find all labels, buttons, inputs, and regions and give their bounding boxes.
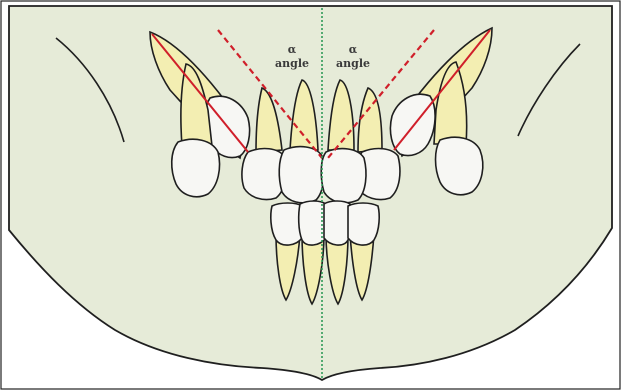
right-angle-symbol: α [349,43,358,56]
left-premolar-crown [172,139,220,197]
left-angle-symbol: α [288,43,297,56]
right-premolar-crown [436,137,483,195]
left-angle-label: angle [275,57,309,70]
lower-left-lateral-crown [271,203,302,245]
lower-right-lateral-crown [348,203,379,245]
left-central-crown [279,147,324,203]
lower-left-central-crown [299,201,326,245]
right-angle-label: angle [336,57,370,70]
